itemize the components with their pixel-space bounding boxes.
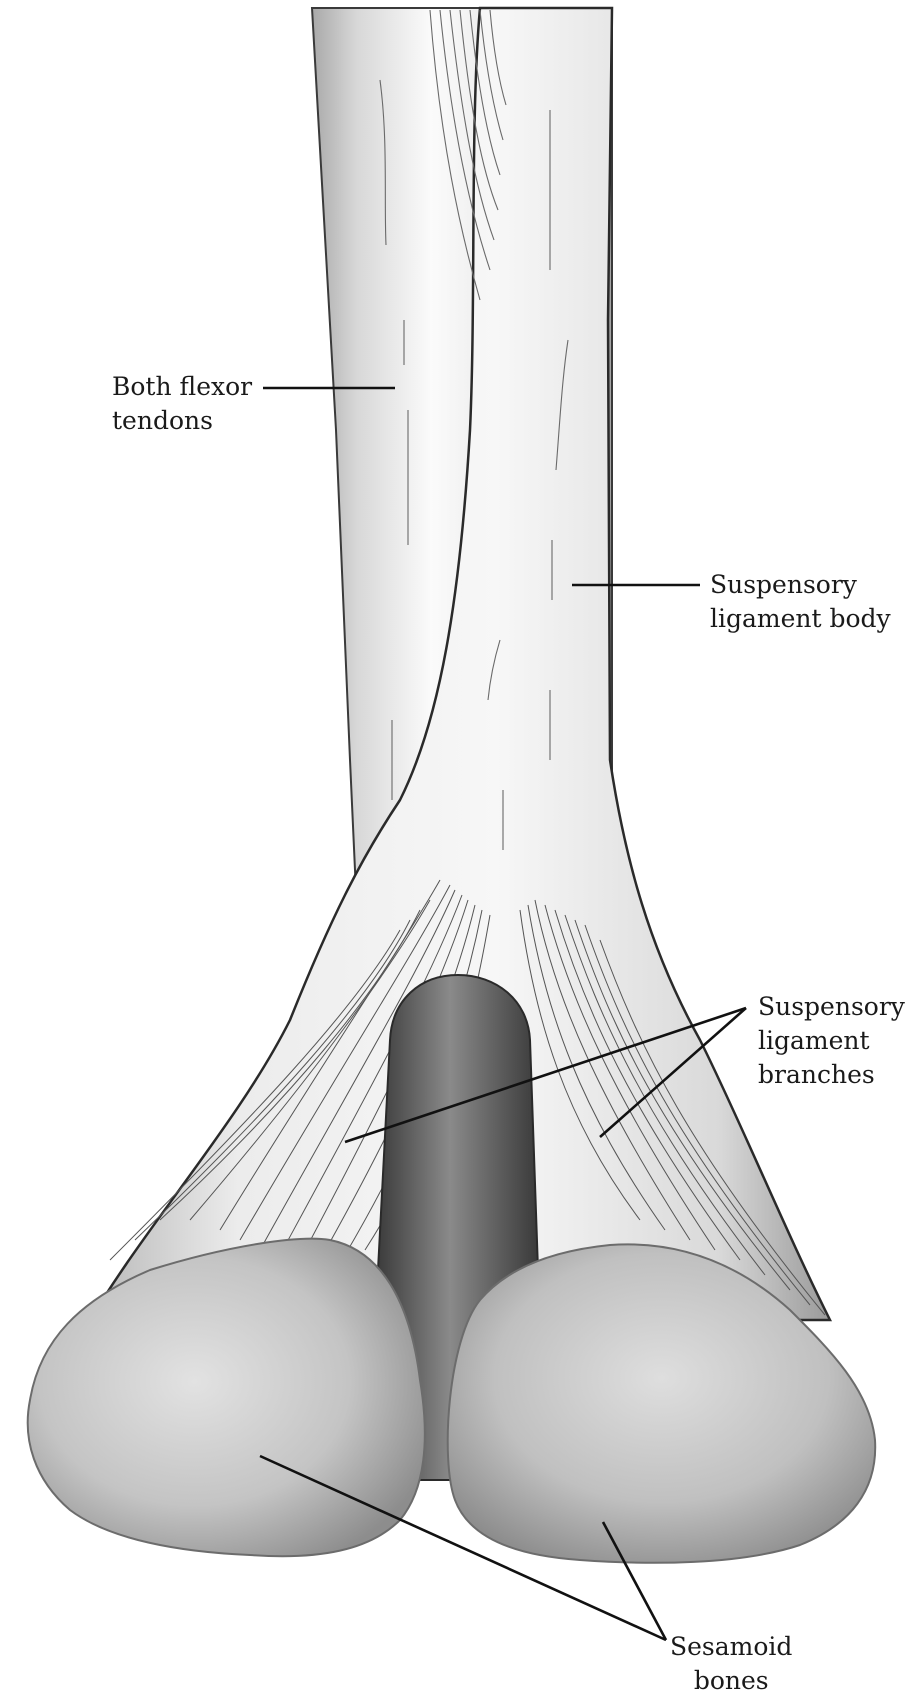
label-flexor-line2: tendons — [112, 404, 252, 438]
label-body-line2: ligament body — [710, 602, 891, 636]
label-sesamoid-line2: bones — [670, 1664, 792, 1698]
label-suspensory-body: Suspensory ligament body — [710, 568, 891, 636]
label-flexor-line1: Both flexor — [112, 370, 252, 404]
label-sesamoid-bones: Sesamoid bones — [670, 1630, 792, 1698]
label-branches-line3: branches — [758, 1058, 905, 1092]
label-flexor-tendons: Both flexor tendons — [112, 370, 252, 438]
label-sesamoid-line1: Sesamoid — [670, 1630, 792, 1664]
label-body-line1: Suspensory — [710, 568, 891, 602]
label-branches-line1: Suspensory — [758, 990, 905, 1024]
sesamoid-bone-left — [28, 1239, 425, 1556]
label-suspensory-branches: Suspensory ligament branches — [758, 990, 905, 1092]
label-branches-line2: ligament — [758, 1024, 905, 1058]
